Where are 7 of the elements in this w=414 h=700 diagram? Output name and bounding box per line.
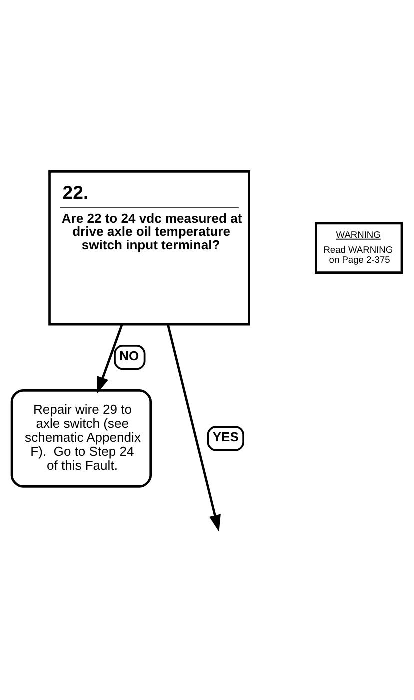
- arrow: [167, 324, 221, 532]
- edge-label: YES: [212, 429, 239, 444]
- node-box: WARNING Read WARNING on Page 2-375: [315, 222, 404, 274]
- node-box: Repair wire 29 to axle switch (see schematic Appendix F). Go to Step 24 of this Fault.: [10, 389, 152, 488]
- arrow: [97, 324, 124, 394]
- edge-label: NO: [120, 348, 140, 364]
- node-box: 22. Are 22 to 24 vdc measured at drive axle oil temperature switch input terminal?: [48, 170, 250, 326]
